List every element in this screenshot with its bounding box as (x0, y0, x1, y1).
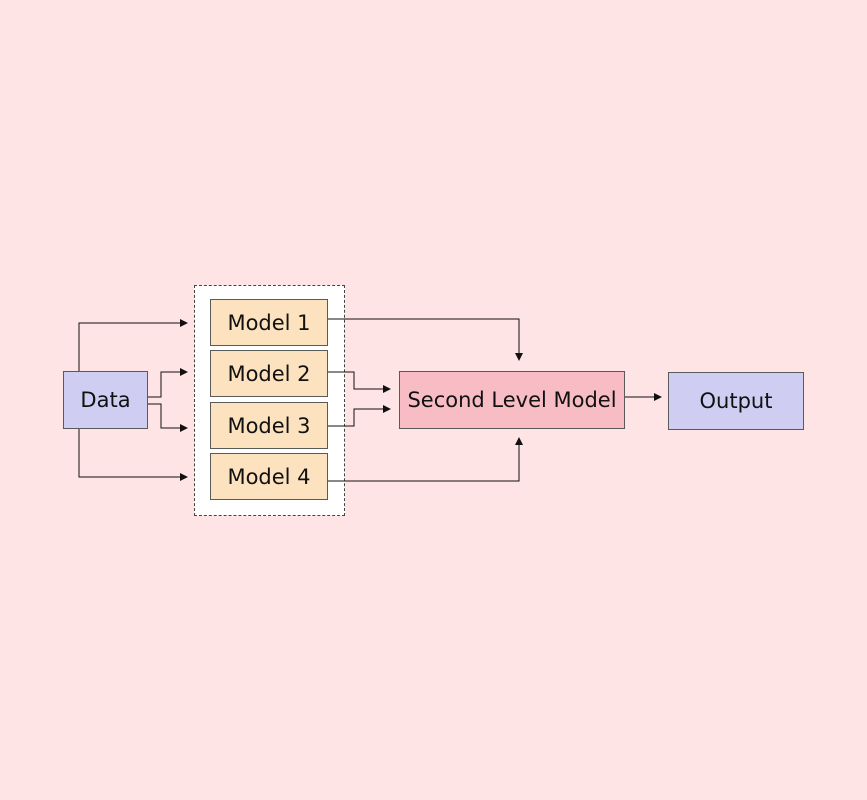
model-1-label: Model 1 (227, 310, 311, 335)
output-node-label: Output (699, 389, 773, 413)
model-3-node: Model 3 (210, 402, 328, 449)
edge-model1-second (327, 318, 523, 361)
edge-model2-second (327, 371, 391, 393)
model-3-label: Model 3 (227, 413, 311, 438)
model-2-node: Model 2 (210, 350, 328, 397)
edge-data-model2 (147, 368, 188, 398)
output-node: Output (668, 372, 804, 430)
edge-model3-second (327, 405, 391, 427)
edge-data-model3 (147, 403, 188, 432)
model-1-node: Model 1 (210, 299, 328, 346)
model-2-label: Model 2 (227, 361, 311, 386)
second-level-model-label: Second Level Model (407, 388, 617, 412)
edge-data-model4 (78, 428, 188, 481)
edge-model4-second (327, 437, 523, 482)
model-4-label: Model 4 (227, 464, 311, 489)
second-level-model-node: Second Level Model (399, 371, 625, 429)
model-4-node: Model 4 (210, 453, 328, 500)
data-node: Data (63, 371, 148, 429)
data-node-label: Data (80, 388, 131, 412)
edge-data-model1 (78, 319, 188, 371)
